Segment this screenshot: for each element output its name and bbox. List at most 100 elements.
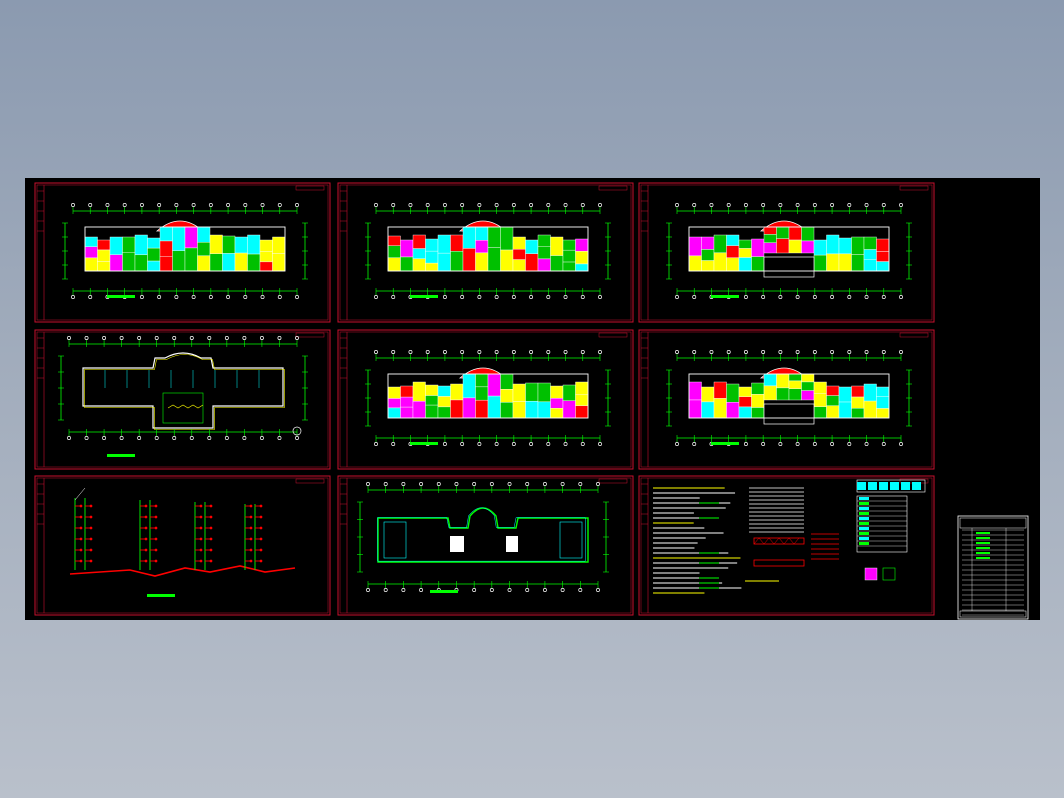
grid-bubble [598,442,602,446]
grid-bubble [542,588,547,592]
grid-bubble [419,588,424,592]
sheet-tag [899,185,929,191]
grid-bubble [374,203,378,207]
sheet-tag [598,478,628,484]
room [550,255,564,272]
room [863,400,877,419]
room [688,236,702,257]
grid-bubble [489,588,494,592]
valve-symbol [249,515,253,519]
valve-symbol [144,515,148,519]
room [475,373,489,388]
grid-bubble [546,203,551,207]
valve-symbol [144,526,148,530]
title-block-border [957,515,1029,620]
room [222,253,236,272]
room [826,405,840,419]
drawing-sheet-8[interactable] [337,475,634,616]
room [234,236,248,254]
room [197,255,211,272]
room [425,395,439,406]
legend-swatch [868,482,877,490]
drawing-sheet-1[interactable] [34,182,331,323]
main-pipe [69,565,296,577]
sheet-tag [899,332,929,338]
grid-bubble [102,436,107,440]
valve-symbol [154,526,158,530]
room [259,239,273,252]
room [826,395,840,406]
grid-bubble [795,203,800,207]
room [84,257,98,272]
room [688,255,702,272]
drawing-sheet-6[interactable] [638,329,935,470]
room [425,262,439,272]
valve-symbol [249,548,253,552]
grid-bubble [401,482,406,486]
grid-bubble [596,588,600,592]
grid-bubble [154,336,159,340]
drawing-sheet-4[interactable] [34,329,331,470]
room [562,239,576,251]
drawing-sheet-7[interactable] [34,475,331,616]
grid-bubble [295,436,299,440]
room [575,238,589,252]
list-entry [976,547,990,549]
grid-bubble [425,203,430,207]
roof-light [506,536,518,552]
grid-bubble [477,442,482,446]
grid-bubble [408,203,413,207]
cad-drawing-viewport[interactable] [25,178,1040,620]
grid-bubble [189,336,194,340]
grid-bubble [709,350,714,354]
grid-bubble [529,442,534,446]
grid-bubble [830,295,835,299]
room [134,234,148,256]
grid-bubble [692,295,697,299]
valve-symbol [199,537,203,541]
grid-bubble [391,442,396,446]
room [701,401,715,419]
room [863,383,877,402]
plan-title-underline [410,442,438,445]
room [450,251,464,272]
room [412,234,426,249]
room [500,373,514,390]
room [738,257,752,272]
grid-bubble [105,203,110,207]
room [550,236,564,256]
valve-symbol [89,548,93,552]
room [751,382,765,395]
grid-bubble [529,350,534,354]
grid-bubble [580,203,585,207]
room [147,260,161,272]
room [713,234,727,254]
grid-bubble [137,336,142,340]
room [801,226,815,242]
room [776,226,790,239]
room [450,383,464,401]
valve-symbol [209,515,213,519]
legend-symbol [859,522,869,525]
room [387,407,401,419]
grid-bubble [778,350,783,354]
grid-bubble [259,336,264,340]
room [97,249,111,262]
room [562,384,576,401]
grid-bubble [692,442,697,446]
grid-bubble [761,295,766,299]
drawing-sheet-3[interactable] [638,182,935,323]
grid-bubble [226,203,231,207]
exterior-wall [84,226,286,272]
room [450,399,464,419]
grid-bubble [242,436,247,440]
grid-bubble [84,436,89,440]
grid-bubble [172,336,177,340]
drawing-sheet-2[interactable] [337,182,634,323]
grid-bubble [761,203,766,207]
drawing-sheet-9[interactable] [638,475,935,616]
room [462,248,476,272]
grid-bubble [542,482,547,486]
drawing-sheet-5[interactable] [337,329,634,470]
room [122,236,136,253]
